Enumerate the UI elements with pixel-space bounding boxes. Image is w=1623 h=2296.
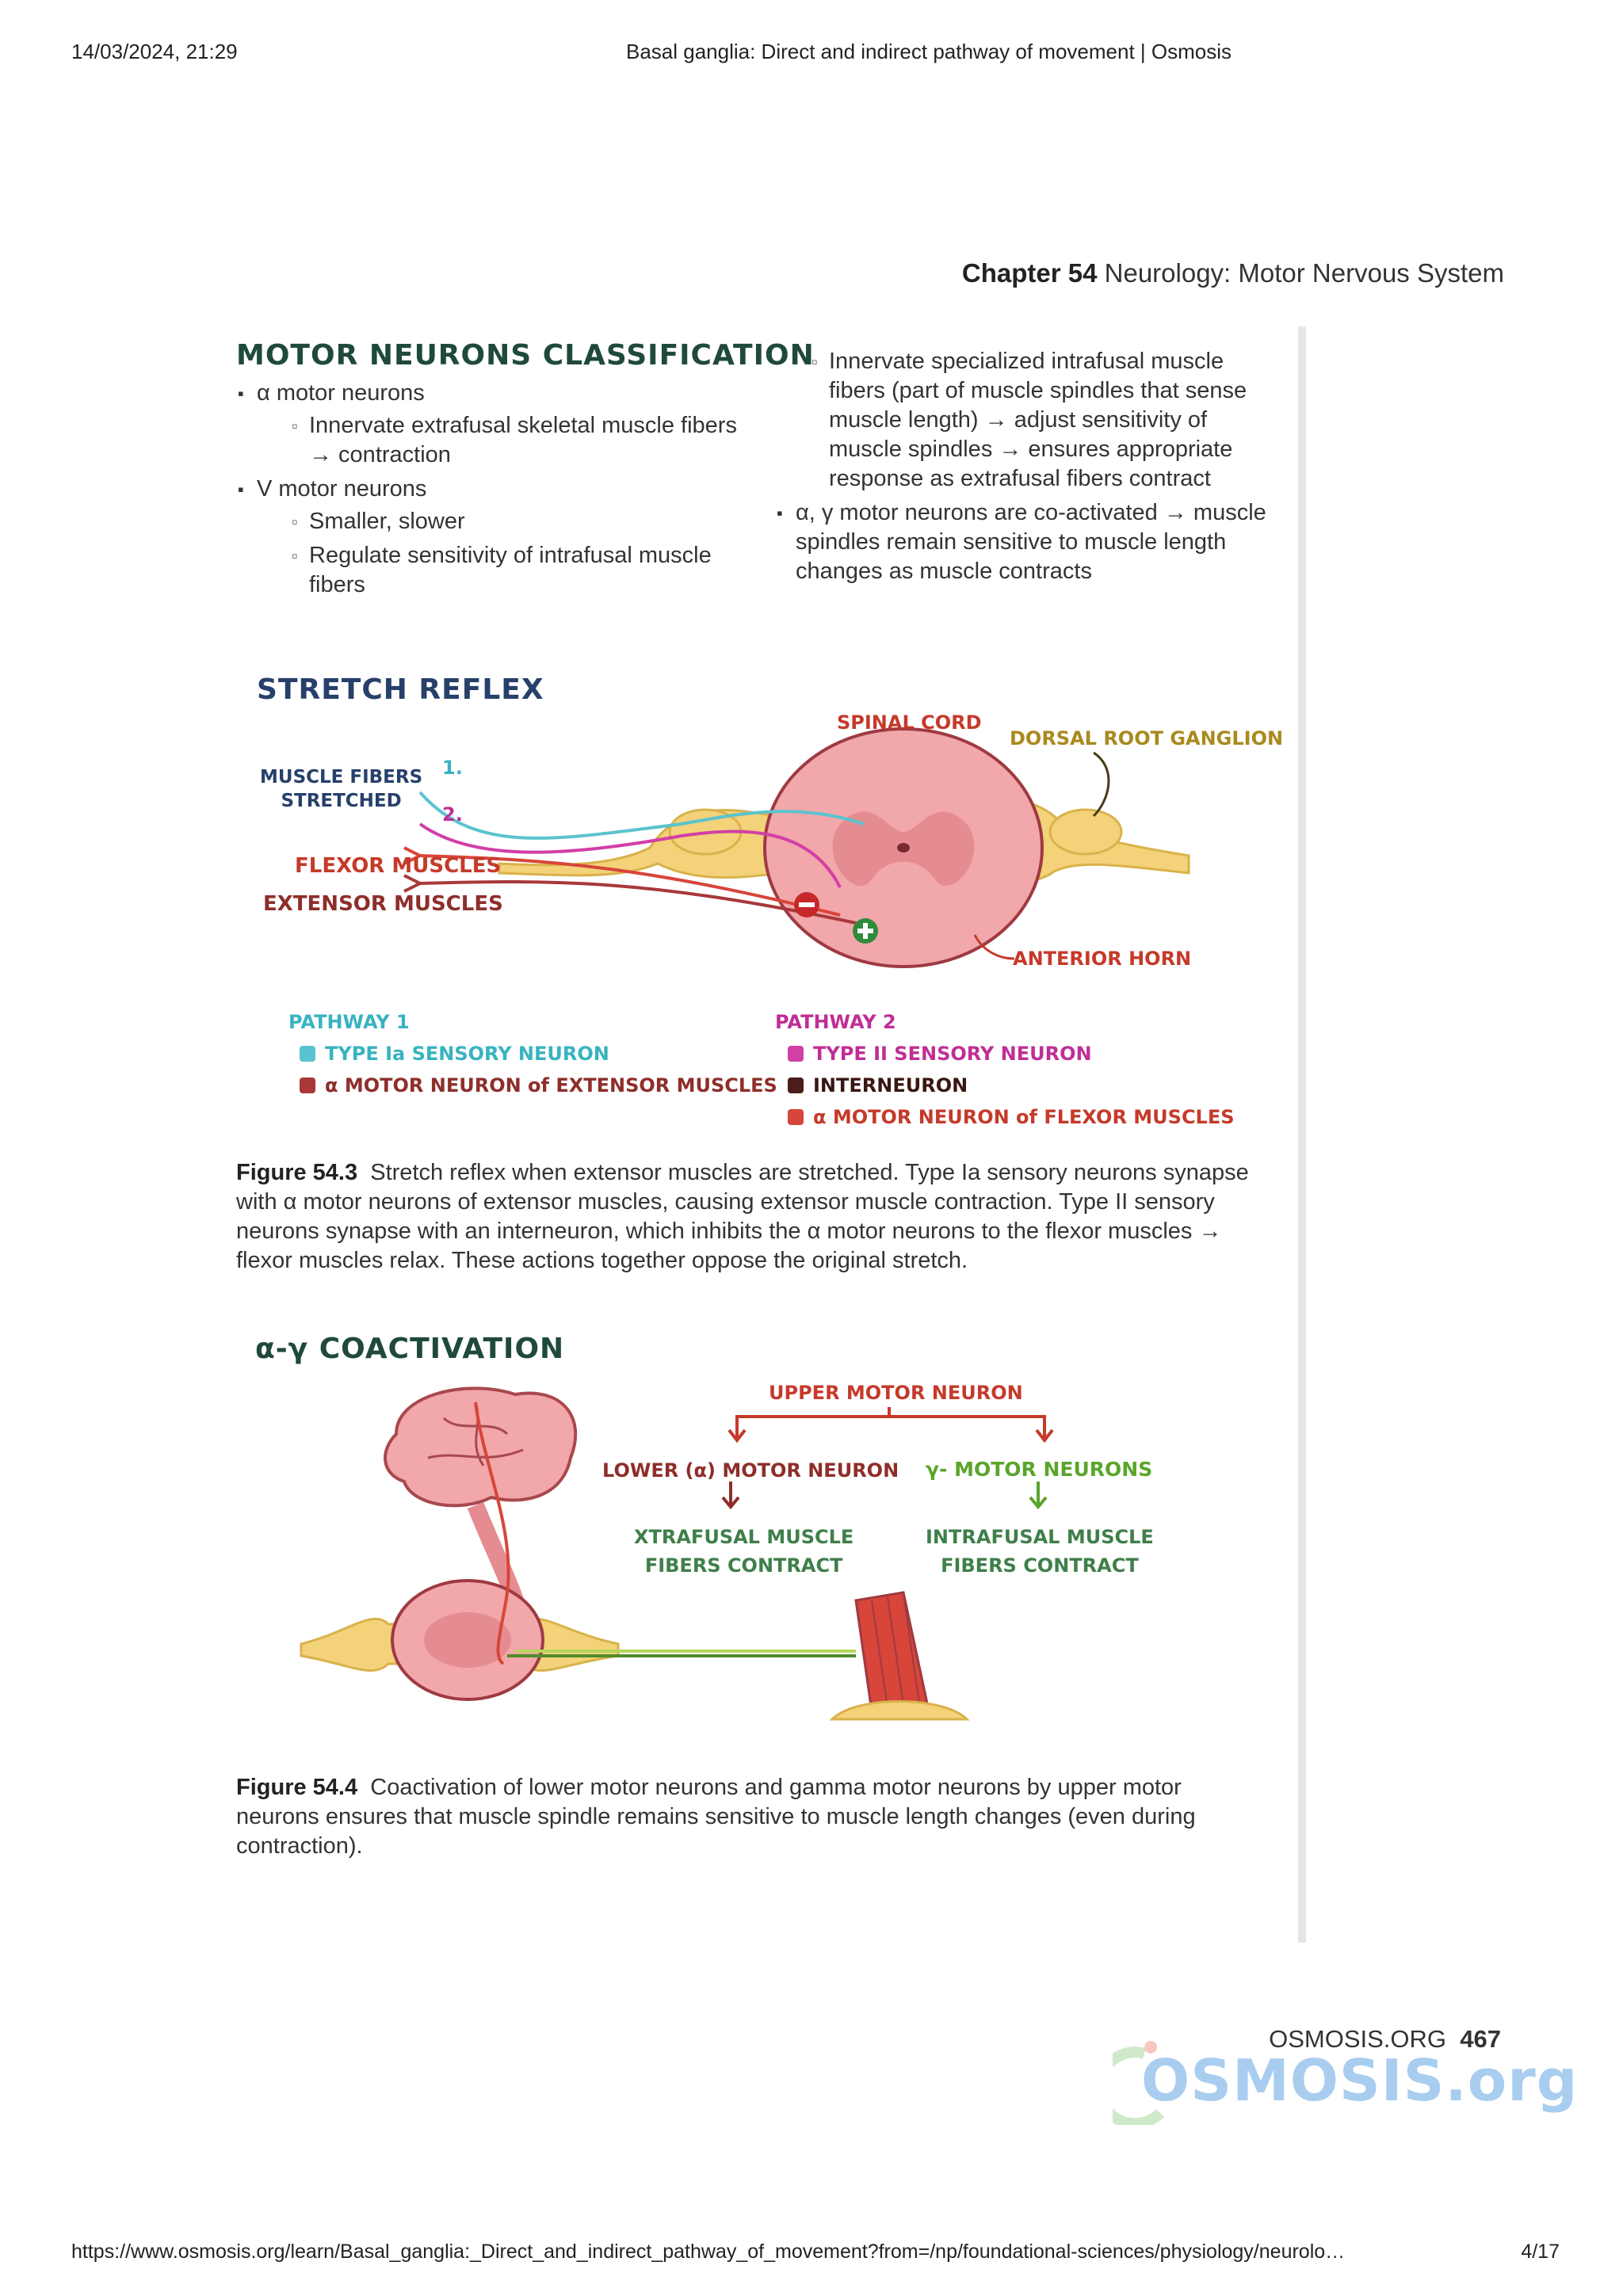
chapter-title: Chapter 54 Neurology: Motor Nervous Syst… xyxy=(962,258,1504,288)
extensor-arrowhead xyxy=(403,874,421,893)
label-dorsal-root-ganglion: DORSAL ROOT GANGLION xyxy=(1010,727,1284,749)
chapter-number: Chapter 54 xyxy=(961,258,1098,288)
legend-item: α MOTOR NEURON of EXTENSOR MUSCLES xyxy=(300,1074,777,1097)
label-gamma-motor-neurons: γ- MOTOR NEURONS xyxy=(926,1458,1153,1481)
figure-54-3-caption: Figure 54.3 Stretch reflex when extensor… xyxy=(236,1158,1266,1276)
central-canal xyxy=(897,843,910,852)
label-intrafusal-line1: INTRAFUSAL MUSCLE xyxy=(926,1526,1154,1548)
legend-label: α MOTOR NEURON of EXTENSOR MUSCLES xyxy=(325,1074,777,1097)
footer-page-number: 467 xyxy=(1460,2025,1501,2053)
figure-54-3-text: Stretch reflex when extensor muscles are… xyxy=(236,1160,1249,1273)
legend-pathway1: TYPE Ia SENSORY NEURON α MOTOR NEURON of… xyxy=(300,1043,777,1097)
classification-left-column: α motor neurons Innervate extrafusal ske… xyxy=(238,379,745,605)
label-muscle-fibers-line2: STRETCHED xyxy=(281,791,402,811)
sidebar-divider xyxy=(1298,326,1306,1943)
muscle-shape xyxy=(854,1591,929,1713)
label-num1: 1. xyxy=(442,757,463,779)
label-num2: 2. xyxy=(442,803,463,826)
label-flexor-muscles: FLEXOR MUSCLES xyxy=(295,854,502,878)
upper-motor-neuron-path xyxy=(474,1402,510,1665)
legend-swatch-extensor-motor xyxy=(300,1077,315,1093)
legend-swatch-flexor-motor xyxy=(788,1109,804,1125)
coactivation-diagram xyxy=(300,1386,1054,1721)
coact-gray-matter xyxy=(424,1612,511,1668)
plus-sign-v xyxy=(863,923,868,939)
list-item: Innervate specialized intrafusal muscle … xyxy=(812,347,1284,494)
gamma-motor-neurons: V motor neurons xyxy=(257,476,427,502)
legend-label: TYPE II SENSORY NEURON xyxy=(813,1043,1092,1065)
list-item: Innervate extrafusal skeletal muscle fib… xyxy=(292,411,745,470)
label-intrafusal: INTRAFUSAL MUSCLE FIBERS CONTRACT xyxy=(926,1523,1154,1580)
type-ia-neuron-path xyxy=(418,791,865,840)
footer-site: OSMOSIS.ORG 467 xyxy=(1269,2025,1501,2054)
flexor-arrowhead xyxy=(403,846,421,865)
label-lower-motor-neuron: LOWER (α) MOTOR NEURON xyxy=(602,1459,899,1482)
figure-54-4-caption: Figure 54.4 Coactivation of lower motor … xyxy=(236,1773,1266,1861)
label-intrafusal-line2: FIBERS CONTRACT xyxy=(941,1554,1139,1577)
logo-text: OSMOSIS.org xyxy=(1141,2047,1579,2114)
label-extrafusal-line2: FIBERS CONTRACT xyxy=(644,1554,843,1577)
list-item: Smaller, slower xyxy=(292,507,745,536)
legend-label: α MOTOR NEURON of FLEXOR MUSCLES xyxy=(813,1106,1235,1128)
classification-heading: MOTOR NEURONS CLASSIFICATION xyxy=(236,339,815,372)
anterior-horn-leader-line xyxy=(973,934,1015,960)
label-extrafusal-line1: XTRAFUSAL MUSCLE xyxy=(634,1526,854,1548)
label-anterior-horn: ANTERIOR HORN xyxy=(1013,948,1192,970)
label-extrafusal: XTRAFUSAL MUSCLE FIBERS CONTRACT xyxy=(634,1523,854,1580)
minus-sign xyxy=(799,902,815,907)
legend-item: TYPE Ia SENSORY NEURON xyxy=(300,1043,777,1065)
legend-pathway1-title: PATHWAY 1 xyxy=(288,1011,410,1033)
print-timestamp: 14/03/2024, 21:29 xyxy=(71,40,238,63)
label-muscle-fibers-line1: MUSCLE FIBERS xyxy=(260,767,423,788)
muscle-fibers-lines xyxy=(871,1593,920,1708)
arrowhead-lower xyxy=(727,1428,747,1444)
coactivation-heading: α-γ COACTIVATION xyxy=(255,1333,565,1365)
classification-right-column: Innervate specialized intrafusal muscle … xyxy=(777,347,1284,591)
print-page-title: Basal ganglia: Direct and indirect pathw… xyxy=(626,40,1232,63)
list-item: Regulate sensitivity of intrafusal muscl… xyxy=(292,541,745,600)
stretch-reflex-heading: STRETCH REFLEX xyxy=(257,673,544,706)
label-muscle-fibers: MUSCLE FIBERS STRETCHED xyxy=(260,765,422,813)
legend-pathway2: TYPE II SENSORY NEURON INTERNEURON α MOT… xyxy=(788,1043,1235,1128)
chapter-name: Neurology: Motor Nervous System xyxy=(1104,258,1504,288)
legend-label: TYPE Ia SENSORY NEURON xyxy=(325,1043,609,1065)
footer-site-name: OSMOSIS.ORG xyxy=(1269,2025,1447,2053)
legend-item: TYPE II SENSORY NEURON xyxy=(788,1043,1235,1065)
label-extensor-muscles: EXTENSOR MUSCLES xyxy=(263,892,503,916)
list-item: V motor neurons Smaller, slower Regulate… xyxy=(238,475,745,600)
label-spinal-cord: SPINAL CORD xyxy=(837,711,982,734)
dorsal-root-ganglion-shape xyxy=(1048,808,1123,856)
label-upper-motor-neuron: UPPER MOTOR NEURON xyxy=(769,1382,1023,1404)
alpha-motor-neurons: α motor neurons xyxy=(257,380,425,406)
logo-dot xyxy=(1144,2041,1157,2054)
figure-54-4-label: Figure 54.4 xyxy=(236,1775,358,1800)
legend-pathway2-title: PATHWAY 2 xyxy=(775,1011,896,1033)
figure-54-3-label: Figure 54.3 xyxy=(236,1160,358,1185)
upper-branch-arrows xyxy=(735,1407,1046,1438)
extensor-motor-path xyxy=(419,879,857,925)
print-page-count: 4/17 xyxy=(1521,2241,1560,2263)
brain-shape xyxy=(384,1386,578,1508)
flexor-motor-path xyxy=(419,854,841,917)
legend-swatch-type-ia xyxy=(300,1046,315,1062)
tendon-shape xyxy=(829,1700,970,1721)
arrowhead-gamma xyxy=(1035,1428,1054,1444)
stretch-reflex-diagram xyxy=(403,727,1190,968)
type-ii-neuron-path xyxy=(418,822,842,888)
list-item: α motor neurons Innervate extrafusal ske… xyxy=(238,379,745,470)
osmosis-logo: OSMOSIS.org xyxy=(1094,2030,1577,2130)
legend-swatch-type-ii xyxy=(788,1046,804,1062)
legend-item: INTERNEURON xyxy=(788,1074,1235,1097)
legend-label: INTERNEURON xyxy=(813,1074,968,1097)
legend-item: α MOTOR NEURON of FLEXOR MUSCLES xyxy=(788,1106,1235,1128)
gamma-to-intrafusal-arrow xyxy=(1029,1482,1048,1510)
figure-54-4-text: Coactivation of lower motor neurons and … xyxy=(236,1775,1196,1859)
lower-to-extrafusal-arrow xyxy=(721,1482,740,1510)
drg-leader-line xyxy=(1092,751,1110,818)
legend-swatch-interneuron xyxy=(788,1077,804,1093)
list-item: α, γ motor neurons are co-activated → mu… xyxy=(777,498,1284,586)
print-url: https://www.osmosis.org/learn/Basal_gang… xyxy=(71,2241,1346,2263)
